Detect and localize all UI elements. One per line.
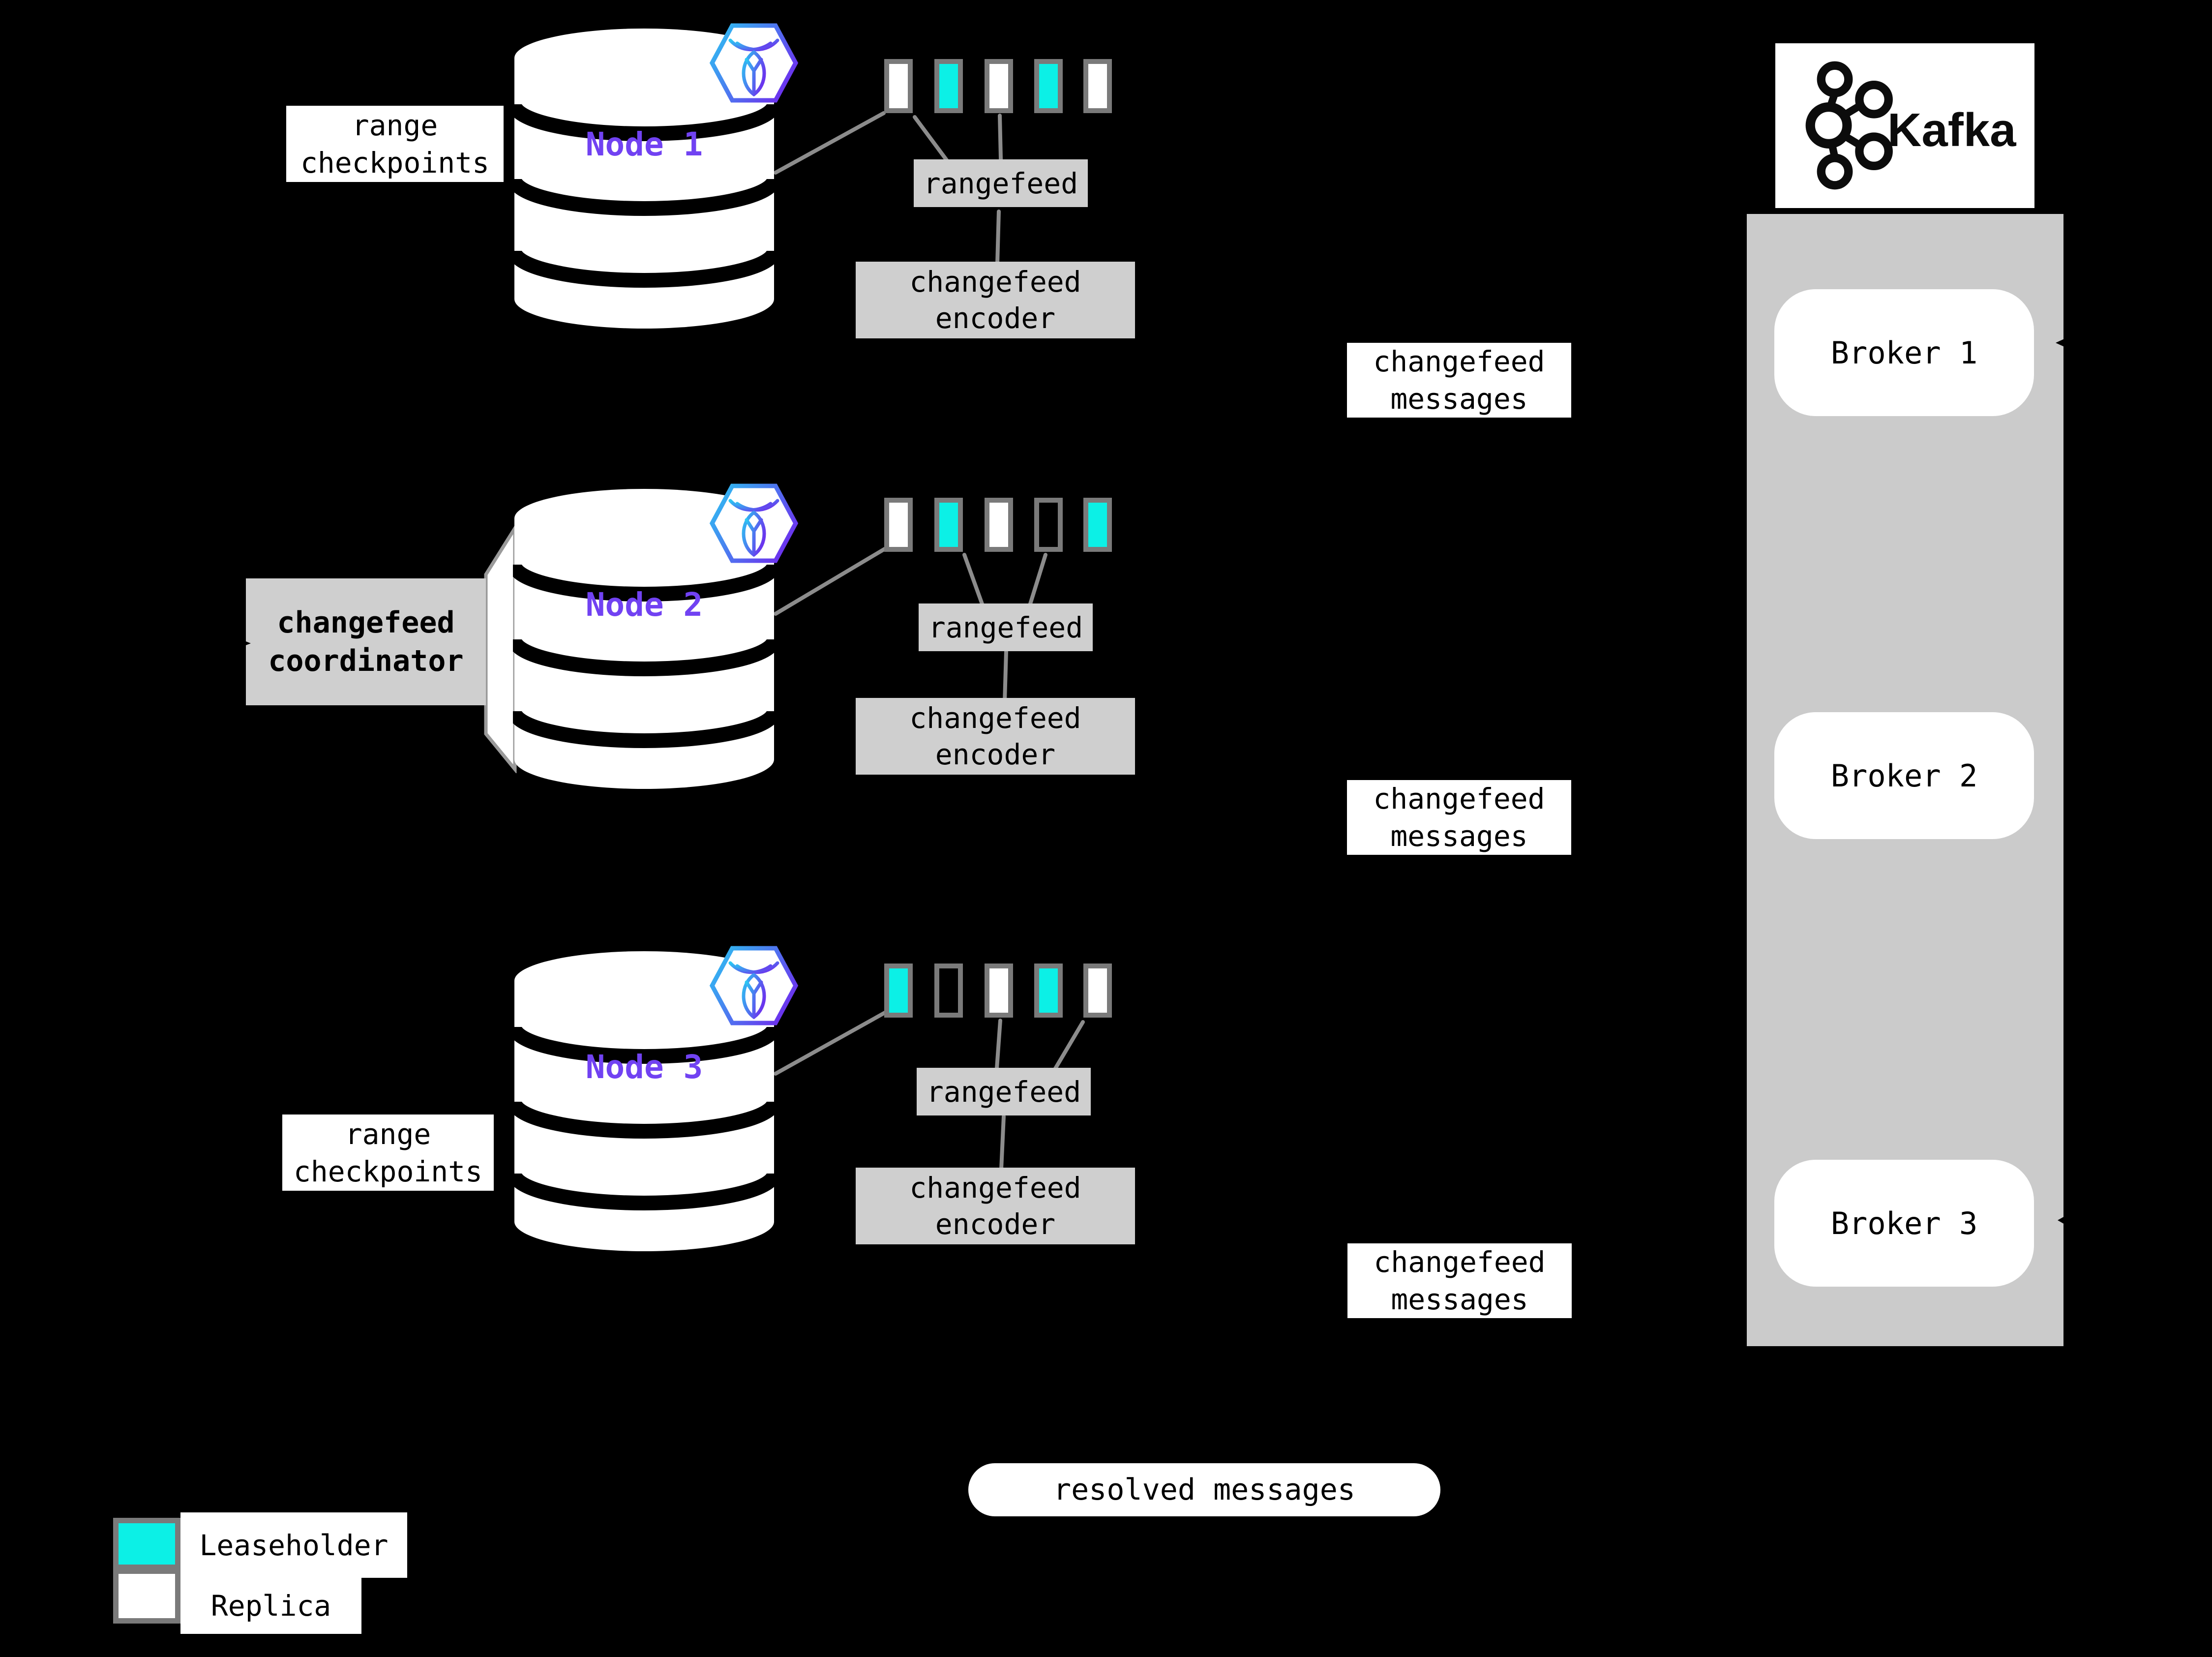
- range-checkpoints-line1: range: [345, 1117, 431, 1151]
- node-1-encoder-box: changefeed encoder: [856, 262, 1135, 338]
- changefeed-coordinator-box: changefeed coordinator: [246, 578, 486, 705]
- legend-leaseholder-swatch: [113, 1518, 180, 1570]
- messages-line1: changefeed: [1374, 1245, 1546, 1279]
- node-1-label: Node 1: [585, 125, 703, 163]
- resolved-messages-label: resolved messages: [968, 1463, 1440, 1516]
- messages-line2: messages: [1391, 1283, 1528, 1316]
- legend-replica-swatch: [113, 1568, 180, 1624]
- encoder-label-line1: changefeed: [909, 701, 1081, 735]
- cockroachdb-logo-icon: [709, 946, 799, 1025]
- node-3-rangefeed-box: rangefeed: [917, 1068, 1091, 1115]
- arrowhead-into-coordinator: [233, 636, 251, 650]
- changefeed-messages-label-2: changefeed messages: [1347, 780, 1571, 855]
- node-1-range-1: [884, 59, 913, 113]
- node-2-range-1: [884, 498, 913, 552]
- node-2-range-4: [1034, 498, 1063, 552]
- broker-3: Broker 3: [1774, 1160, 2034, 1287]
- messages-line1: changefeed: [1373, 345, 1545, 378]
- legend-replica-label: Replica: [180, 1578, 361, 1634]
- arrowhead-into-broker3: [2058, 1216, 2065, 1225]
- coordinator-line2: coordinator: [268, 644, 464, 678]
- node-2-range-3: [985, 498, 1013, 552]
- legend-leaseholder-label: Leaseholder: [180, 1512, 407, 1578]
- broker-2: Broker 2: [1774, 712, 2034, 839]
- node-1-cylinder: [513, 29, 776, 329]
- node-1-rangefeed-box: rangefeed: [914, 159, 1088, 207]
- range-checkpoints-line2: checkpoints: [293, 1154, 483, 1188]
- node-3-range-4: [1034, 964, 1063, 1018]
- messages-line1: changefeed: [1373, 782, 1545, 815]
- cockroachdb-logo-icon: [709, 483, 799, 563]
- node-3-range-1: [884, 964, 913, 1018]
- encoder-label-line1: changefeed: [909, 1171, 1081, 1205]
- node-1-range-5: [1083, 59, 1112, 113]
- kafka-logo-box: [1775, 43, 2034, 208]
- node-3-label: Node 3: [585, 1048, 703, 1086]
- arrowhead-into-broker1: [2056, 337, 2067, 348]
- node-2-range-2: [934, 498, 963, 552]
- node-2-rangefeed-box: rangefeed: [919, 603, 1093, 651]
- encoder-label-line1: changefeed: [909, 265, 1081, 299]
- node-3-range-5: [1083, 964, 1112, 1018]
- encoder-label-line2: encoder: [935, 738, 1056, 771]
- range-checkpoints-line1: range: [352, 108, 438, 142]
- messages-line2: messages: [1390, 819, 1528, 853]
- node-2-encoder-box: changefeed encoder: [856, 698, 1135, 775]
- changefeed-messages-label-1: changefeed messages: [1347, 343, 1571, 418]
- messages-line2: messages: [1390, 382, 1528, 416]
- node-3-encoder-box: changefeed encoder: [856, 1168, 1135, 1244]
- changefeed-messages-label-3: changefeed messages: [1347, 1243, 1572, 1318]
- node-3-range-3: [985, 964, 1013, 1018]
- rangefeed-label: rangefeed: [923, 166, 1078, 200]
- node-1-range-2: [934, 59, 963, 113]
- node-2-label: Node 2: [585, 586, 703, 624]
- range-checkpoints-label-top: range checkpoints: [286, 106, 504, 182]
- kafka-icon: [1805, 61, 1893, 190]
- encoder-label-line2: encoder: [935, 301, 1056, 335]
- rangefeed-label: rangefeed: [926, 1075, 1081, 1109]
- node-3-range-2: [934, 964, 963, 1018]
- node-1-range-3: [985, 59, 1013, 113]
- kafka-title: Kafka: [1887, 104, 2016, 156]
- node-2-range-5: [1083, 498, 1112, 552]
- node-1-range-4: [1034, 59, 1063, 113]
- node-2-cylinder: [513, 489, 776, 789]
- broker-1: Broker 1: [1774, 289, 2034, 416]
- range-checkpoints-line2: checkpoints: [300, 146, 490, 180]
- encoder-label-line2: encoder: [935, 1207, 1056, 1241]
- range-checkpoints-label-bottom: range checkpoints: [282, 1115, 494, 1191]
- coordinator-line1: changefeed: [277, 605, 455, 640]
- rangefeed-label: rangefeed: [928, 610, 1083, 644]
- cockroachdb-logo-icon: [709, 23, 799, 103]
- node-3-cylinder: [513, 951, 776, 1251]
